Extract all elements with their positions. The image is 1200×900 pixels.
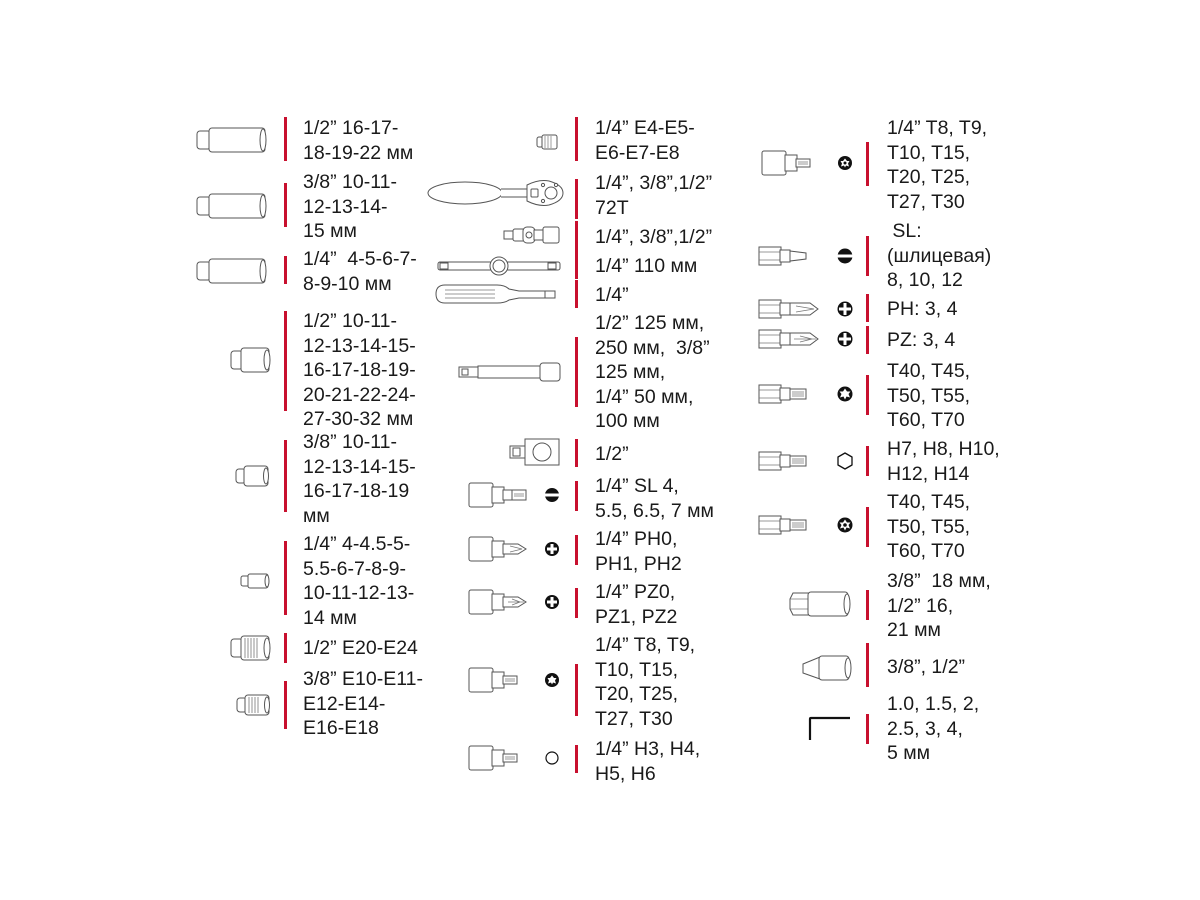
divider-bar xyxy=(575,745,578,773)
adapter-icon xyxy=(509,438,561,466)
divider-bar xyxy=(575,251,578,279)
tool-label: PZ: 3, 4 xyxy=(887,329,956,351)
tool-label: 1/4” 4-4.5-5- 5.5-6-7-8-9- 10-11-12-13- … xyxy=(303,533,415,629)
deep-socket-icon xyxy=(196,257,268,285)
extension-bar-icon xyxy=(458,362,562,382)
divider-bar xyxy=(284,541,287,615)
divider-bar xyxy=(284,256,287,284)
divider-bar xyxy=(284,183,287,227)
pozidriv-bit-icon xyxy=(758,328,854,350)
tool-label: 3/8” E10-E11- E12-E14- E16-E18 xyxy=(303,668,423,739)
divider-bar xyxy=(866,326,869,354)
divider-bar xyxy=(575,439,578,467)
tool-label: 1/4” E4-E5- E6-E7-E8 xyxy=(595,117,695,164)
socket-icon xyxy=(240,573,270,589)
tool-label: T40, T45, T50, T55, T60, T70 xyxy=(887,491,971,562)
deep-socket-icon xyxy=(196,126,268,154)
e-torx-socket-icon xyxy=(230,635,271,661)
tool-label: 3/8” 18 мм, 1/2” 16, 21 мм xyxy=(887,570,991,641)
spinner-handle-icon xyxy=(435,283,561,305)
divider-bar xyxy=(284,633,287,663)
socket-icon xyxy=(230,347,271,373)
deep-socket-icon xyxy=(196,192,268,220)
phillips-bit-socket-icon xyxy=(468,536,562,562)
tool-label: 1/4” xyxy=(595,284,629,306)
tool-label: 1/4”, 3/8”,1/2” xyxy=(595,226,713,248)
tool-label: 1/2” xyxy=(595,443,629,465)
tool-label: T40, T45, T50, T55, T60, T70 xyxy=(887,360,971,431)
spark-plug-socket-icon xyxy=(789,591,851,617)
torx-bit-icon xyxy=(758,383,854,405)
tool-label: 1.0, 1.5, 2, 2.5, 3, 4, 5 мм xyxy=(887,693,980,764)
tool-label: SL: (шлицевая) 8, 10, 12 xyxy=(887,220,992,291)
ratchet-icon xyxy=(427,177,567,209)
tamper-torx-bit-icon xyxy=(758,514,854,536)
divider-bar xyxy=(866,643,869,687)
tool-label: 1/4”, 3/8”,1/2” 72T xyxy=(595,172,713,219)
divider-bar xyxy=(575,664,578,716)
divider-bar xyxy=(866,375,869,415)
e-torx-socket-icon xyxy=(536,134,558,150)
divider-bar xyxy=(575,337,578,407)
tool-label: 1/4” T8, T9, T10, T15, T20, T25, T27, T3… xyxy=(887,117,988,213)
pozidriv-bit-socket-icon xyxy=(468,589,562,615)
divider-bar xyxy=(866,294,869,322)
divider-bar xyxy=(866,446,869,476)
torx-bit-socket-icon xyxy=(468,667,562,693)
tool-label: 1/2” 10-11- 12-13-14-15- 16-17-18-19- 20… xyxy=(303,310,416,430)
tool-label: 3/8”, 1/2” xyxy=(887,656,966,678)
divider-bar xyxy=(866,507,869,547)
divider-bar xyxy=(575,280,578,308)
socket-icon xyxy=(235,465,269,487)
divider-bar xyxy=(866,142,869,186)
divider-bar xyxy=(284,311,287,411)
tamper-torx-bit-socket-icon xyxy=(761,150,855,176)
tool-label: H7, H8, H10, H12, H14 xyxy=(887,438,1000,485)
e-torx-socket-icon xyxy=(236,694,270,716)
divider-bar xyxy=(866,714,869,744)
tool-label: 1/4” T8, T9, T10, T15, T20, T25, T27, T3… xyxy=(595,634,696,730)
divider-bar xyxy=(866,590,869,620)
tool-label: 3/8” 10-11- 12-13-14- 15 мм xyxy=(303,171,397,242)
universal-joint-icon xyxy=(503,225,561,245)
tool-label: 1/2” 16-17- 18-19-22 мм xyxy=(303,117,414,164)
tool-label: 1/4” SL 4, 5.5, 6.5, 7 мм xyxy=(595,475,714,522)
t-bar-icon xyxy=(437,256,561,276)
hex-bit-socket-icon xyxy=(468,745,562,771)
divider-bar xyxy=(575,481,578,511)
tool-label: 1/4” H3, H4, H5, H6 xyxy=(595,738,701,785)
tool-label: 1/4” 110 мм xyxy=(595,255,698,277)
divider-bar xyxy=(284,681,287,729)
tool-label: 3/8” 10-11- 12-13-14-15- 16-17-18-19 мм xyxy=(303,431,416,527)
divider-bar xyxy=(575,117,578,161)
divider-bar xyxy=(575,221,578,251)
slotted-bit-icon xyxy=(758,245,854,267)
divider-bar xyxy=(284,440,287,512)
tool-label: 1/4” PZ0, PZ1, PZ2 xyxy=(595,581,678,628)
phillips-bit-icon xyxy=(758,298,854,320)
hex-bit-icon xyxy=(758,450,854,472)
divider-bar xyxy=(575,535,578,565)
hex-key-icon xyxy=(808,716,852,742)
divider-bar xyxy=(284,117,287,161)
tool-label: PH: 3, 4 xyxy=(887,298,958,320)
divider-bar xyxy=(575,179,578,219)
tool-label: 1/4” 4-5-6-7- 8-9-10 мм xyxy=(303,248,417,295)
divider-bar xyxy=(866,236,869,276)
bit-adapter-icon xyxy=(802,655,852,681)
slotted-bit-socket-icon xyxy=(468,482,562,508)
tool-label: 1/4” PH0, PH1, PH2 xyxy=(595,528,682,575)
tool-label: 1/2” E20-E24 xyxy=(303,637,418,659)
tool-label: 1/2” 125 мм, 250 мм, 3/8” 125 мм, 1/4” 5… xyxy=(595,312,710,432)
divider-bar xyxy=(575,588,578,618)
